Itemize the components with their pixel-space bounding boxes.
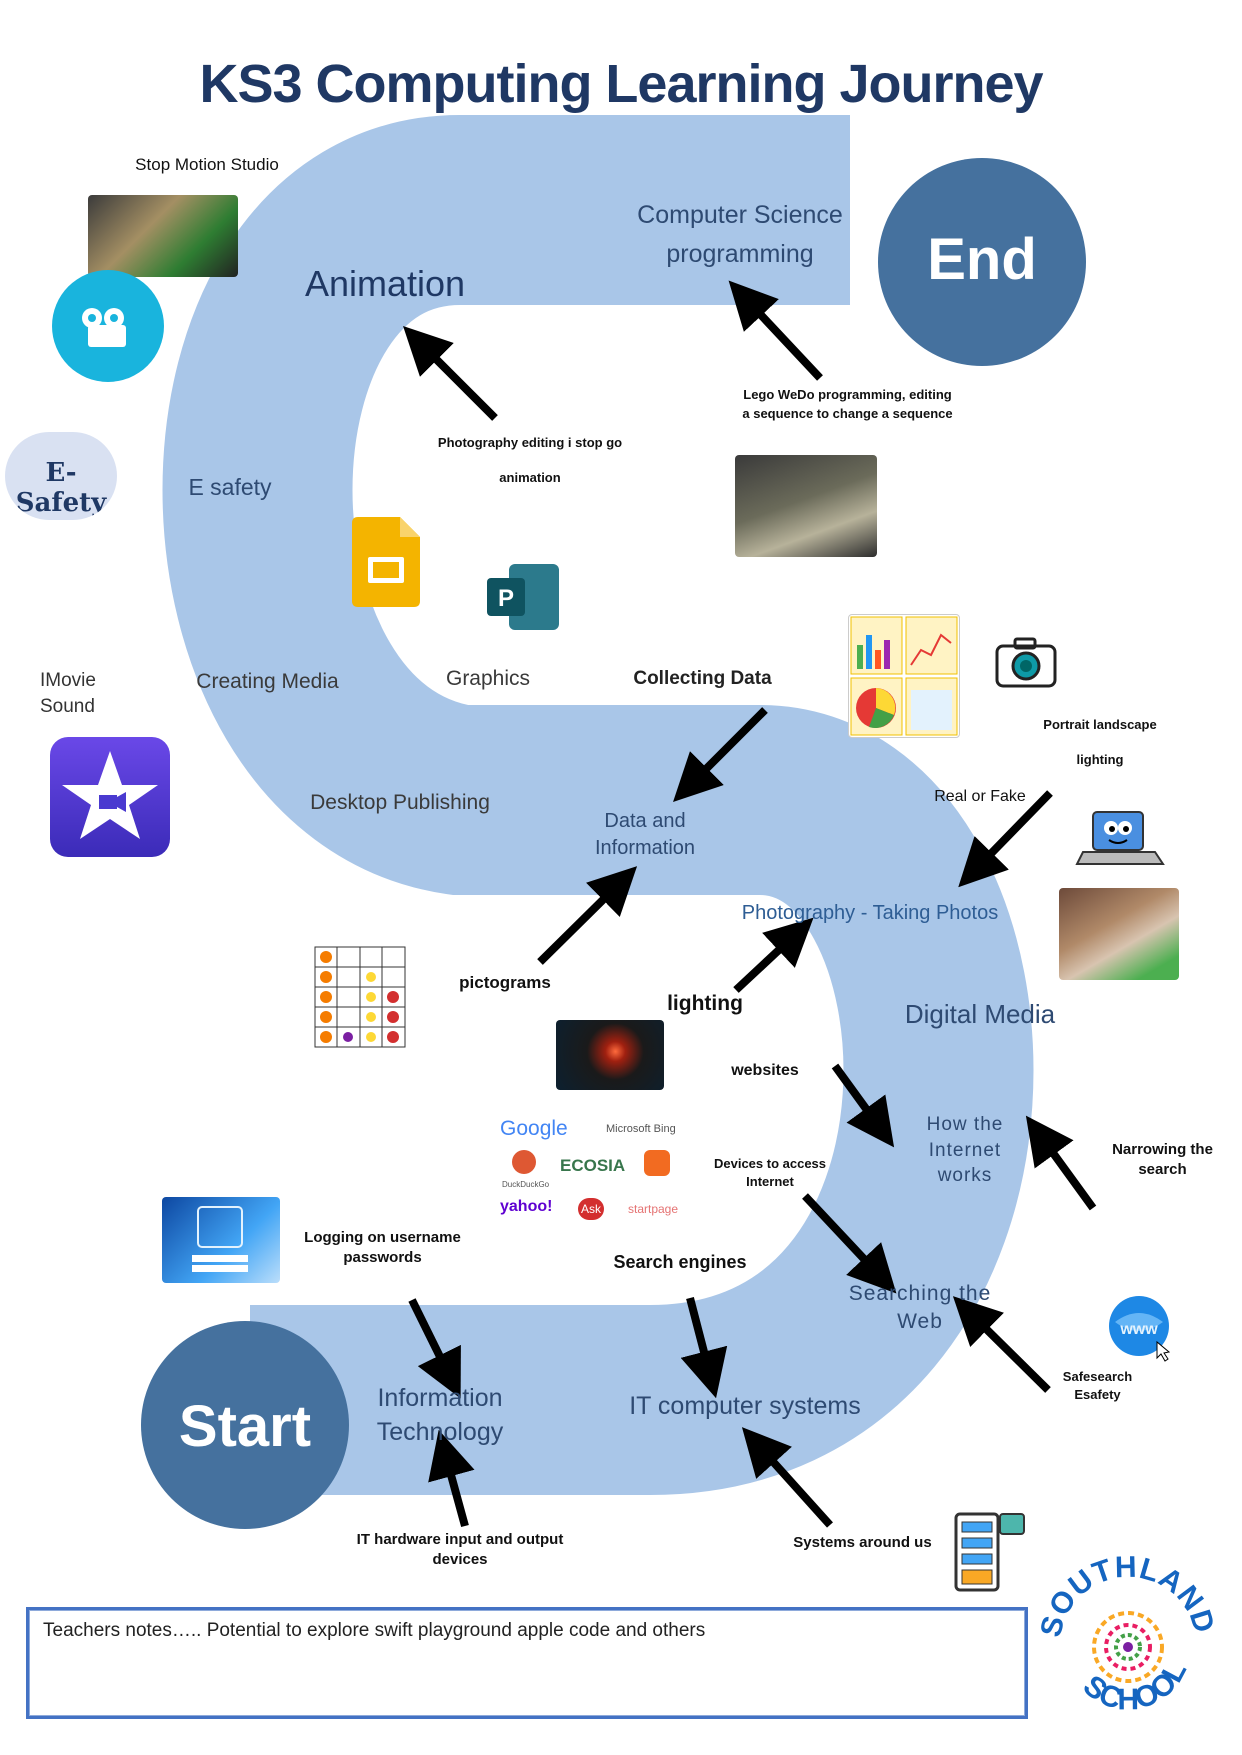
- lego-wedo-photo: [735, 455, 877, 557]
- stage-animation: Animation: [304, 263, 466, 304]
- note-safesearch: Safesearch Esafety: [1062, 1369, 1133, 1402]
- teachers-notes-text: Teachers notes….. Potential to explore s…: [43, 1620, 706, 1641]
- arrow-devices-to-searching: [802, 1193, 897, 1294]
- stage-data-and-information: Data and Information: [594, 810, 696, 859]
- bing-logo: Microsoft Bing: [606, 1123, 676, 1135]
- note-lego-wedo: Lego WeDo programming, editing a sequenc…: [742, 387, 953, 421]
- arrow-lighting-to-photography: [733, 917, 814, 993]
- brave-icon: [644, 1150, 670, 1176]
- ask-logo: Ask: [578, 1198, 604, 1220]
- start-circle: [141, 1321, 349, 1529]
- esafety-word-cloud: E-Safety: [5, 432, 117, 520]
- stage-collecting-data: Collecting Data: [633, 668, 772, 689]
- end-circle: [878, 158, 1086, 366]
- start-label: Start: [178, 1394, 312, 1459]
- note-websites: websites: [731, 1062, 799, 1079]
- note-pictograms: pictograms: [459, 973, 551, 992]
- stop-motion-app-icon: [52, 270, 164, 382]
- stage-e-safety: E safety: [188, 474, 272, 500]
- yahoo-logo: yahoo!: [500, 1198, 553, 1215]
- powerpoint-icon: P: [487, 564, 559, 630]
- arrow-websites: [831, 1063, 895, 1148]
- ecosia-logo: ECOSIA: [560, 1156, 626, 1175]
- torch-photo: [556, 1020, 664, 1090]
- charts-grid-image: [848, 614, 960, 738]
- duckduckgo-icon: [512, 1150, 536, 1174]
- arrow-lego-to-programming: [728, 280, 823, 381]
- stage-how-internet-works: How the Internet works: [926, 1114, 1004, 1187]
- stop-motion-photo: [88, 195, 238, 277]
- stage-graphics: Graphics: [445, 667, 531, 690]
- imovie-star-icon: [50, 737, 170, 857]
- ppt-letter: P: [498, 585, 514, 612]
- pictogram-chart: [305, 932, 410, 1057]
- globe-www-icon: www: [1105, 1292, 1177, 1362]
- stage-it-computer-systems: IT computer systems: [629, 1392, 861, 1420]
- arrow-search-engines: [680, 1296, 728, 1399]
- laptop-character-icon: [1075, 808, 1165, 870]
- note-logging: Logging on username passwords: [304, 1229, 461, 1267]
- stage-information-technology: Information Technology: [376, 1384, 504, 1446]
- note-real-or-fake: Real or Fake: [934, 788, 1026, 805]
- svg-text:www: www: [1119, 1321, 1158, 1338]
- note-lighting: lighting: [667, 992, 743, 1015]
- svg-text:SCHOOL: SCHOOL: [1077, 1656, 1193, 1716]
- note-search-engines: Search engines: [613, 1252, 747, 1272]
- search-engine-logos: Google Microsoft Bing DuckDuckGo ECOSIA …: [498, 1114, 688, 1224]
- duckduckgo-label: DuckDuckGo: [502, 1180, 550, 1189]
- arrow-pictograms-to-data: [537, 866, 638, 965]
- stage-computer-science: Computer Science programming: [637, 201, 843, 268]
- google-slides-icon: [352, 517, 420, 607]
- arrow-safesearch: [952, 1296, 1051, 1393]
- stage-searching-the-web: Searching the Web: [848, 1282, 992, 1334]
- page-title: KS3 Computing Learning Journey: [199, 54, 1043, 114]
- server-rack-icon: [954, 1510, 1026, 1592]
- note-systems-around: Systems around us: [793, 1534, 932, 1551]
- arrow-systems: [741, 1427, 833, 1528]
- note-photography-editing: Photography editing i stop go animation: [437, 435, 623, 486]
- arrow-narrowing: [1025, 1115, 1097, 1211]
- esafety-text: E-Safety: [15, 458, 107, 518]
- arrow-photo-editing-to-animation: [403, 326, 498, 421]
- note-devices: Devices to access Internet: [713, 1156, 827, 1189]
- end-label: End: [927, 227, 1037, 292]
- note-it-hardware: IT hardware input and output devices: [356, 1531, 564, 1569]
- arrow-logging: [408, 1298, 461, 1399]
- note-narrowing: Narrowing the search: [1112, 1141, 1213, 1179]
- note-portrait: Portrait landscape lighting: [1043, 717, 1157, 768]
- stage-creating-media: Creating Media: [196, 670, 339, 693]
- camera-icon: [995, 636, 1057, 690]
- google-logo: Google: [500, 1117, 568, 1140]
- note-stop-motion: Stop Motion Studio: [135, 155, 279, 174]
- stage-photography: Photography - Taking Photos: [741, 902, 999, 924]
- arrow-collecting-to-data: [673, 707, 768, 802]
- stage-digital-media: Digital Media: [904, 999, 1056, 1029]
- startpage-logo: startpage: [628, 1202, 679, 1216]
- teachers-notes-box: Teachers notes….. Potential to explore s…: [26, 1607, 1028, 1719]
- arrows: [403, 280, 1097, 1528]
- arrow-realfake-to-digital: [958, 790, 1053, 888]
- arrow-hardware: [428, 1429, 475, 1528]
- note-imovie-sound: IMovie Sound: [40, 670, 96, 717]
- login-screen-image: [162, 1197, 280, 1283]
- school-logo: SOUTHLANDS SCHOOL: [1040, 1545, 1216, 1731]
- stage-desktop-publishing: Desktop Publishing: [310, 791, 490, 814]
- tablet-photo: [1059, 888, 1179, 980]
